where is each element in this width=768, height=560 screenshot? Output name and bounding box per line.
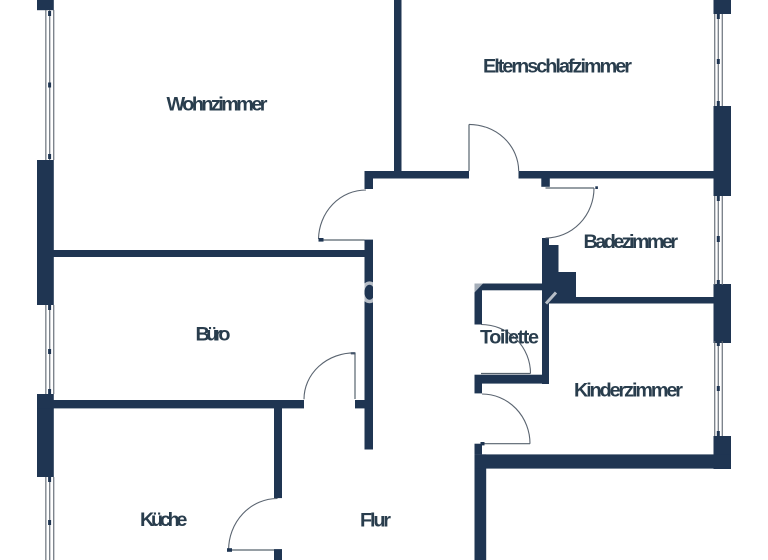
svg-text:Flur: Flur — [360, 510, 391, 532]
svg-text:Büro: Büro — [196, 324, 231, 346]
svg-text:Kinderzimmer: Kinderzimmer — [574, 380, 683, 402]
svg-text:Wohnzimmer: Wohnzimmer — [167, 94, 268, 116]
svg-text:Elternschlafzimmer: Elternschlafzimmer — [483, 55, 632, 77]
svg-text:Toilette: Toilette — [480, 327, 539, 349]
svg-text:Küche: Küche — [140, 509, 188, 531]
svg-text:Badezimmer: Badezimmer — [584, 231, 679, 253]
